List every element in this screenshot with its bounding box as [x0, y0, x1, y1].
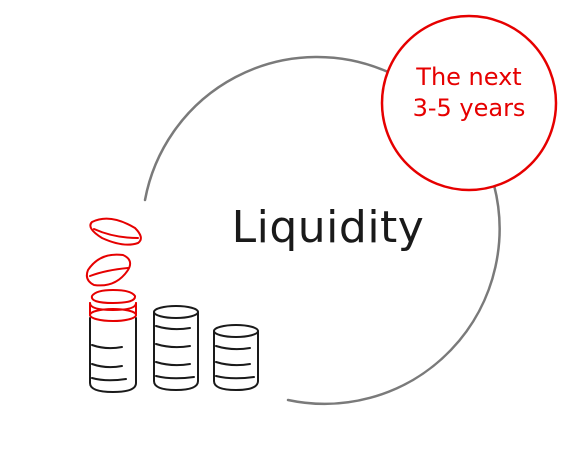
red-coins	[85, 217, 142, 322]
badge-label: The next 3-5 years	[384, 62, 554, 124]
badge-line-2: 3-5 years	[412, 94, 526, 122]
coin-stacks-icon	[85, 217, 259, 393]
badge-line-1: The next	[416, 63, 522, 91]
large-ring-arc	[143, 55, 390, 202]
tall-coin-stack	[89, 317, 137, 393]
short-coin-stack	[213, 324, 259, 391]
large-ring-arc-lower	[286, 183, 501, 406]
badge-circle	[380, 14, 558, 192]
page-title: Liquidity	[231, 202, 425, 253]
middle-coin-stack	[153, 305, 199, 391]
